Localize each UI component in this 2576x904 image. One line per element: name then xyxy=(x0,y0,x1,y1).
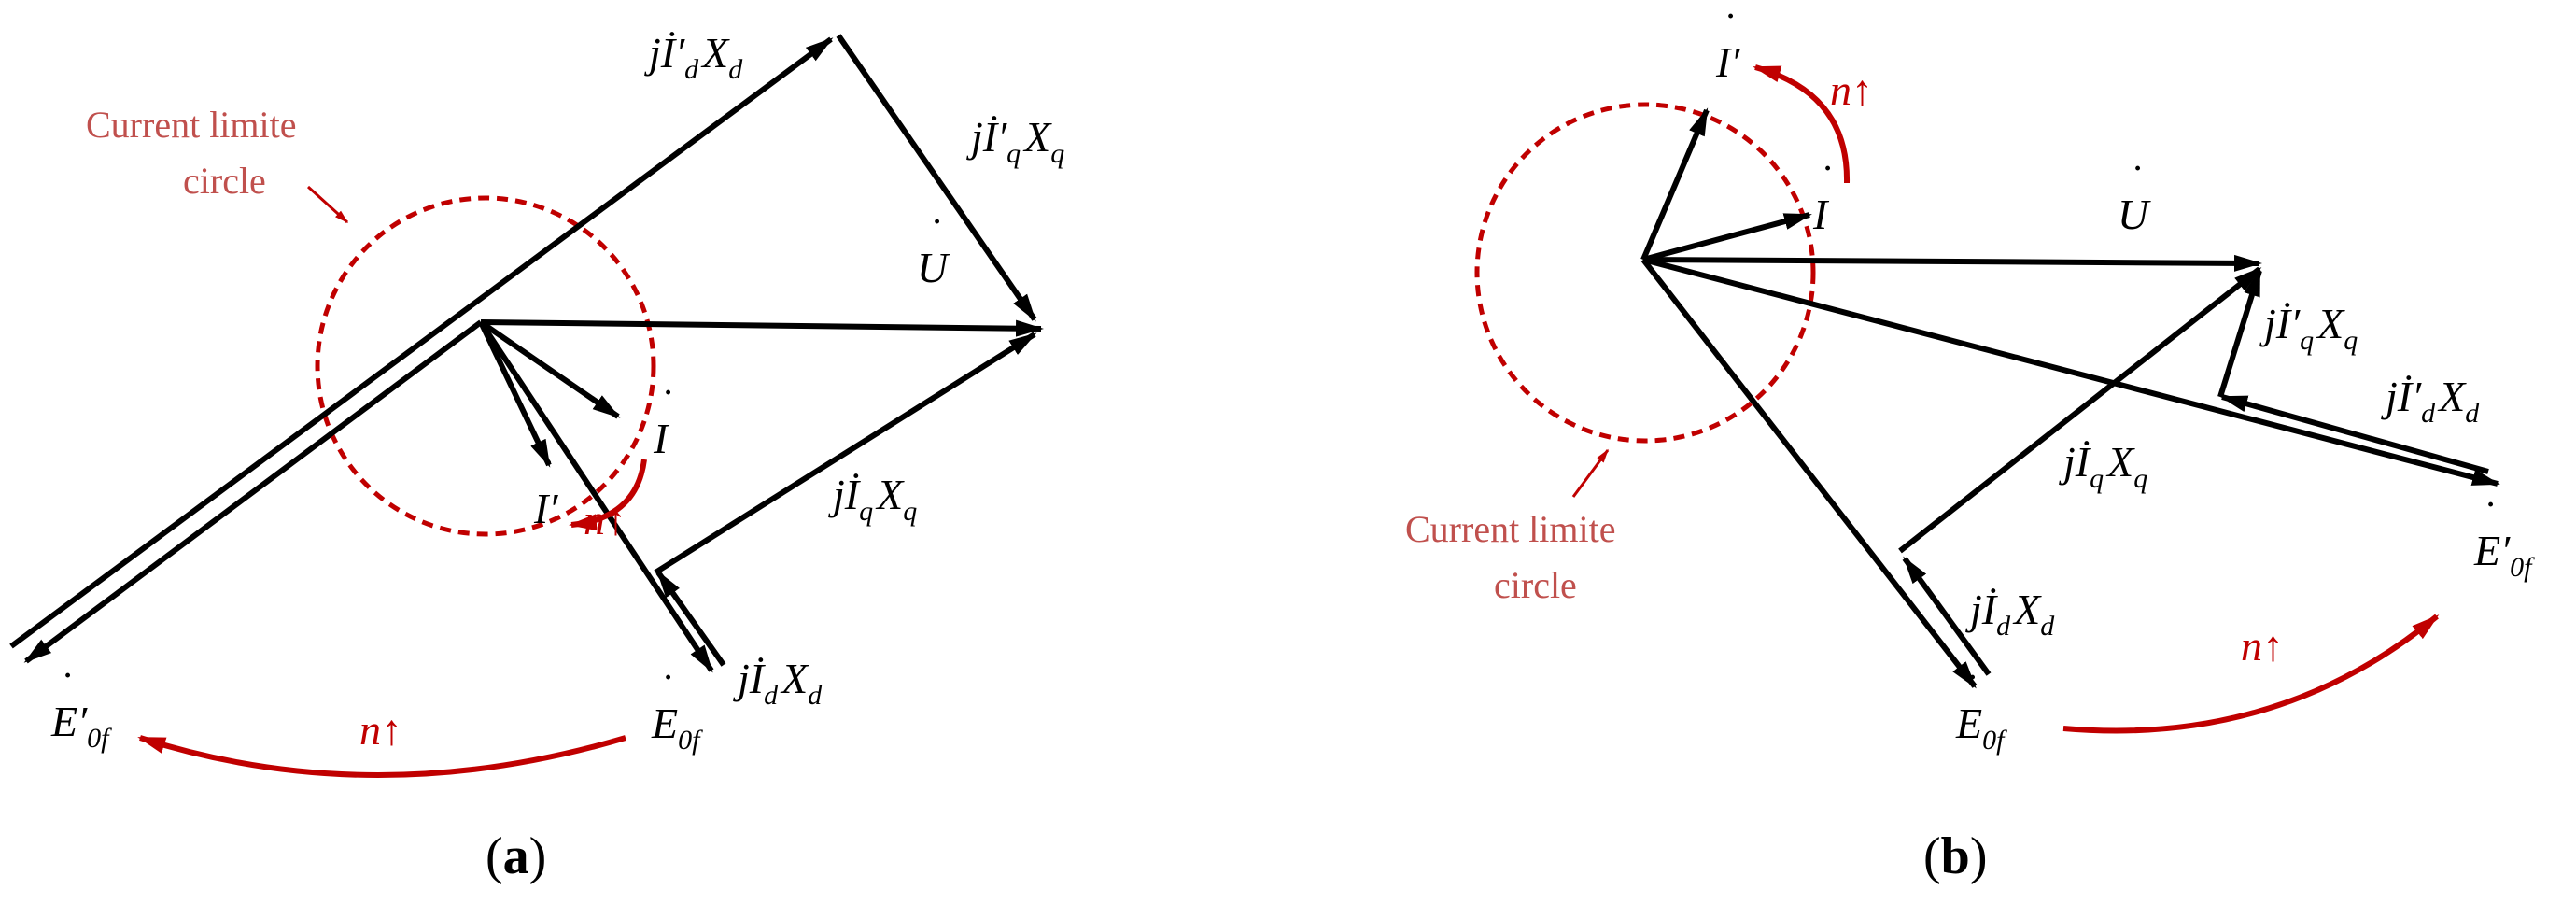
vector-j-id-prime-xd-b xyxy=(2219,394,2489,474)
label-e0f-b: E0f xyxy=(1955,699,2007,756)
vector-e0f-a xyxy=(478,320,714,673)
rotation-arc-small-a xyxy=(569,459,647,531)
label-i-a: I xyxy=(653,415,670,462)
circle-note-a-line2: circle xyxy=(183,160,266,202)
label-e0f-a: E0f xyxy=(651,699,703,756)
vector-u-b xyxy=(1642,254,2262,272)
vector-j-iq-prime-xq-a xyxy=(836,34,1037,322)
vector-i-b xyxy=(1642,212,1812,262)
circle-note-b-line1: Current limite xyxy=(1405,508,1616,550)
vector-e0f-prime-b xyxy=(1642,257,2500,487)
label-j-iq-prime-xq-a: jİ′qXq xyxy=(966,113,1064,169)
label-i-dot-a: ˙ xyxy=(658,380,672,428)
vector-j-iq-xq-a xyxy=(654,332,1037,575)
label-u-a: U xyxy=(917,244,950,291)
label-i-prime-dot-b: ˙ xyxy=(1721,4,1735,51)
vector-i-a xyxy=(479,319,621,419)
rotation-arc-large-b xyxy=(2062,614,2440,734)
current-limit-circle-a xyxy=(315,195,656,537)
circle-note-pointer-b xyxy=(1571,448,1610,498)
vector-e0f-prime-a xyxy=(23,319,483,664)
label-i-dot-b: ˙ xyxy=(1818,156,1832,204)
label-j-iq-xq-a: jİqXq xyxy=(828,471,917,527)
label-u-b: U xyxy=(2118,191,2151,238)
label-u-dot-a: ˙ xyxy=(927,209,941,257)
label-i-prime-a: I′ xyxy=(533,485,558,532)
caption-a: (a) xyxy=(486,827,546,885)
panel-b: Current limite circle U ˙ I ˙ I′ ˙ n↑ n↑… xyxy=(1405,4,2535,885)
label-j-iq-xq-b: jİqXq xyxy=(2059,438,2147,494)
label-j-id-prime-xd-b: jİ′dXd xyxy=(2381,373,2480,429)
circle-note-a-line1: Current limite xyxy=(86,104,297,146)
label-j-id-prime-xd-a: jİ′dXd xyxy=(644,29,743,85)
vector-j-id-xd-b xyxy=(1902,556,1992,676)
rotation-arc-large-a xyxy=(137,735,626,778)
label-i-prime-b: I′ xyxy=(1715,38,1740,86)
label-j-iq-prime-xq-b: jİ′qXq xyxy=(2259,300,2358,356)
label-e0f-prime-dot-b: ˙ xyxy=(2481,492,2495,540)
label-u-dot-b: ˙ xyxy=(2128,156,2142,204)
vector-j-id-xd-a xyxy=(655,570,726,667)
label-n-up-small-a: n↑ xyxy=(584,496,626,544)
label-j-id-xd-b: jİdXd xyxy=(1965,586,2055,642)
label-e0f-dot-b: ˙ xyxy=(1963,665,1977,713)
vector-i-prime-a xyxy=(478,320,552,468)
rotation-arc-small-b xyxy=(1753,64,1851,184)
caption-b: (b) xyxy=(1923,827,1987,885)
label-e0f-prime-b: E′0f xyxy=(2473,527,2535,583)
vector-i-prime-b xyxy=(1640,107,1710,261)
circle-note-b-line2: circle xyxy=(1494,564,1577,606)
label-n-up-small-b: n↑ xyxy=(1830,66,1873,114)
label-n-up-large-a: n↑ xyxy=(359,706,402,754)
panel-a: Current limite circle U ˙ I ˙ I′ ˙ n↑ n↑… xyxy=(9,29,1064,885)
vector-j-id-prime-xd-a xyxy=(9,36,834,649)
vector-e0f-b xyxy=(1640,258,1978,689)
vector-u-a xyxy=(480,319,1044,337)
label-e0f-dot-a: ˙ xyxy=(658,665,672,713)
label-e0f-prime-a: E′0f xyxy=(50,698,112,754)
label-e0f-prime-dot-a: ˙ xyxy=(58,663,72,711)
circle-note-pointer-a xyxy=(306,185,349,224)
label-i-prime-dot-a: ˙ xyxy=(539,450,553,498)
vector-j-iq-prime-xq-b xyxy=(2217,268,2262,398)
current-limit-circle-b xyxy=(1474,102,1816,444)
label-j-id-xd-a: jİdXd xyxy=(733,655,823,711)
label-n-up-large-b: n↑ xyxy=(2241,622,2284,670)
vector-j-iq-xq-b xyxy=(1898,266,2262,554)
label-i-b: I xyxy=(1812,191,1830,238)
